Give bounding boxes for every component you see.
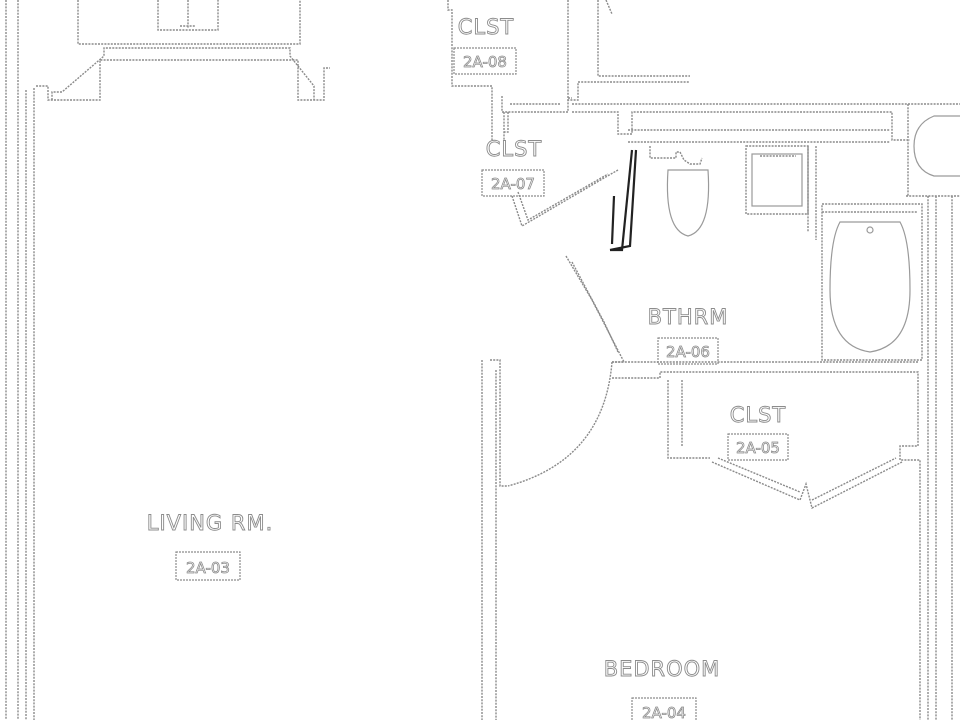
closet-07-label: CLST 2A-07: [481, 137, 545, 197]
bath-head-wall: [572, 103, 960, 197]
svg-text:CLST: CLST: [486, 137, 543, 161]
bathtub: [821, 203, 923, 361]
svg-text:CLST: CLST: [458, 15, 515, 39]
closet-07-door: [511, 169, 619, 228]
svg-text:2A-08: 2A-08: [463, 53, 507, 71]
right-wall: [927, 196, 953, 720]
svg-text:2A-04: 2A-04: [642, 704, 686, 720]
svg-text:2A-07: 2A-07: [491, 175, 535, 193]
upper-closet-walls: [447, 0, 690, 140]
bath-bedroom-wall: [612, 361, 921, 720]
closet-05-label: CLST 2A-05: [727, 403, 789, 461]
bedroom-label: BEDROOM 2A-04: [603, 657, 721, 720]
living-room-label: LIVING RM. 2A-03: [146, 511, 274, 581]
svg-text:BTHRM: BTHRM: [648, 305, 729, 329]
svg-text:2A-06: 2A-06: [666, 343, 710, 361]
svg-text:BEDROOM: BEDROOM: [604, 657, 721, 681]
svg-text:2A-05: 2A-05: [736, 439, 780, 457]
svg-text:LIVING RM.: LIVING RM.: [147, 511, 274, 535]
bath-door: [565, 255, 626, 363]
svg-text:CLST: CLST: [730, 403, 787, 427]
sink-vanity: [745, 145, 817, 240]
bath-entry-wall: [609, 149, 638, 252]
closet-05-bifold-door: [711, 457, 903, 510]
svg-text:2A-03: 2A-03: [186, 559, 230, 577]
left-exterior-wall: [5, 0, 35, 720]
fireplace-unit: [36, 0, 330, 101]
bathroom-label: BTHRM 2A-06: [647, 305, 729, 365]
bedroom-left-wall: [481, 359, 613, 720]
toilet: [649, 146, 710, 237]
closet-08-label: CLST 2A-08: [453, 15, 517, 75]
